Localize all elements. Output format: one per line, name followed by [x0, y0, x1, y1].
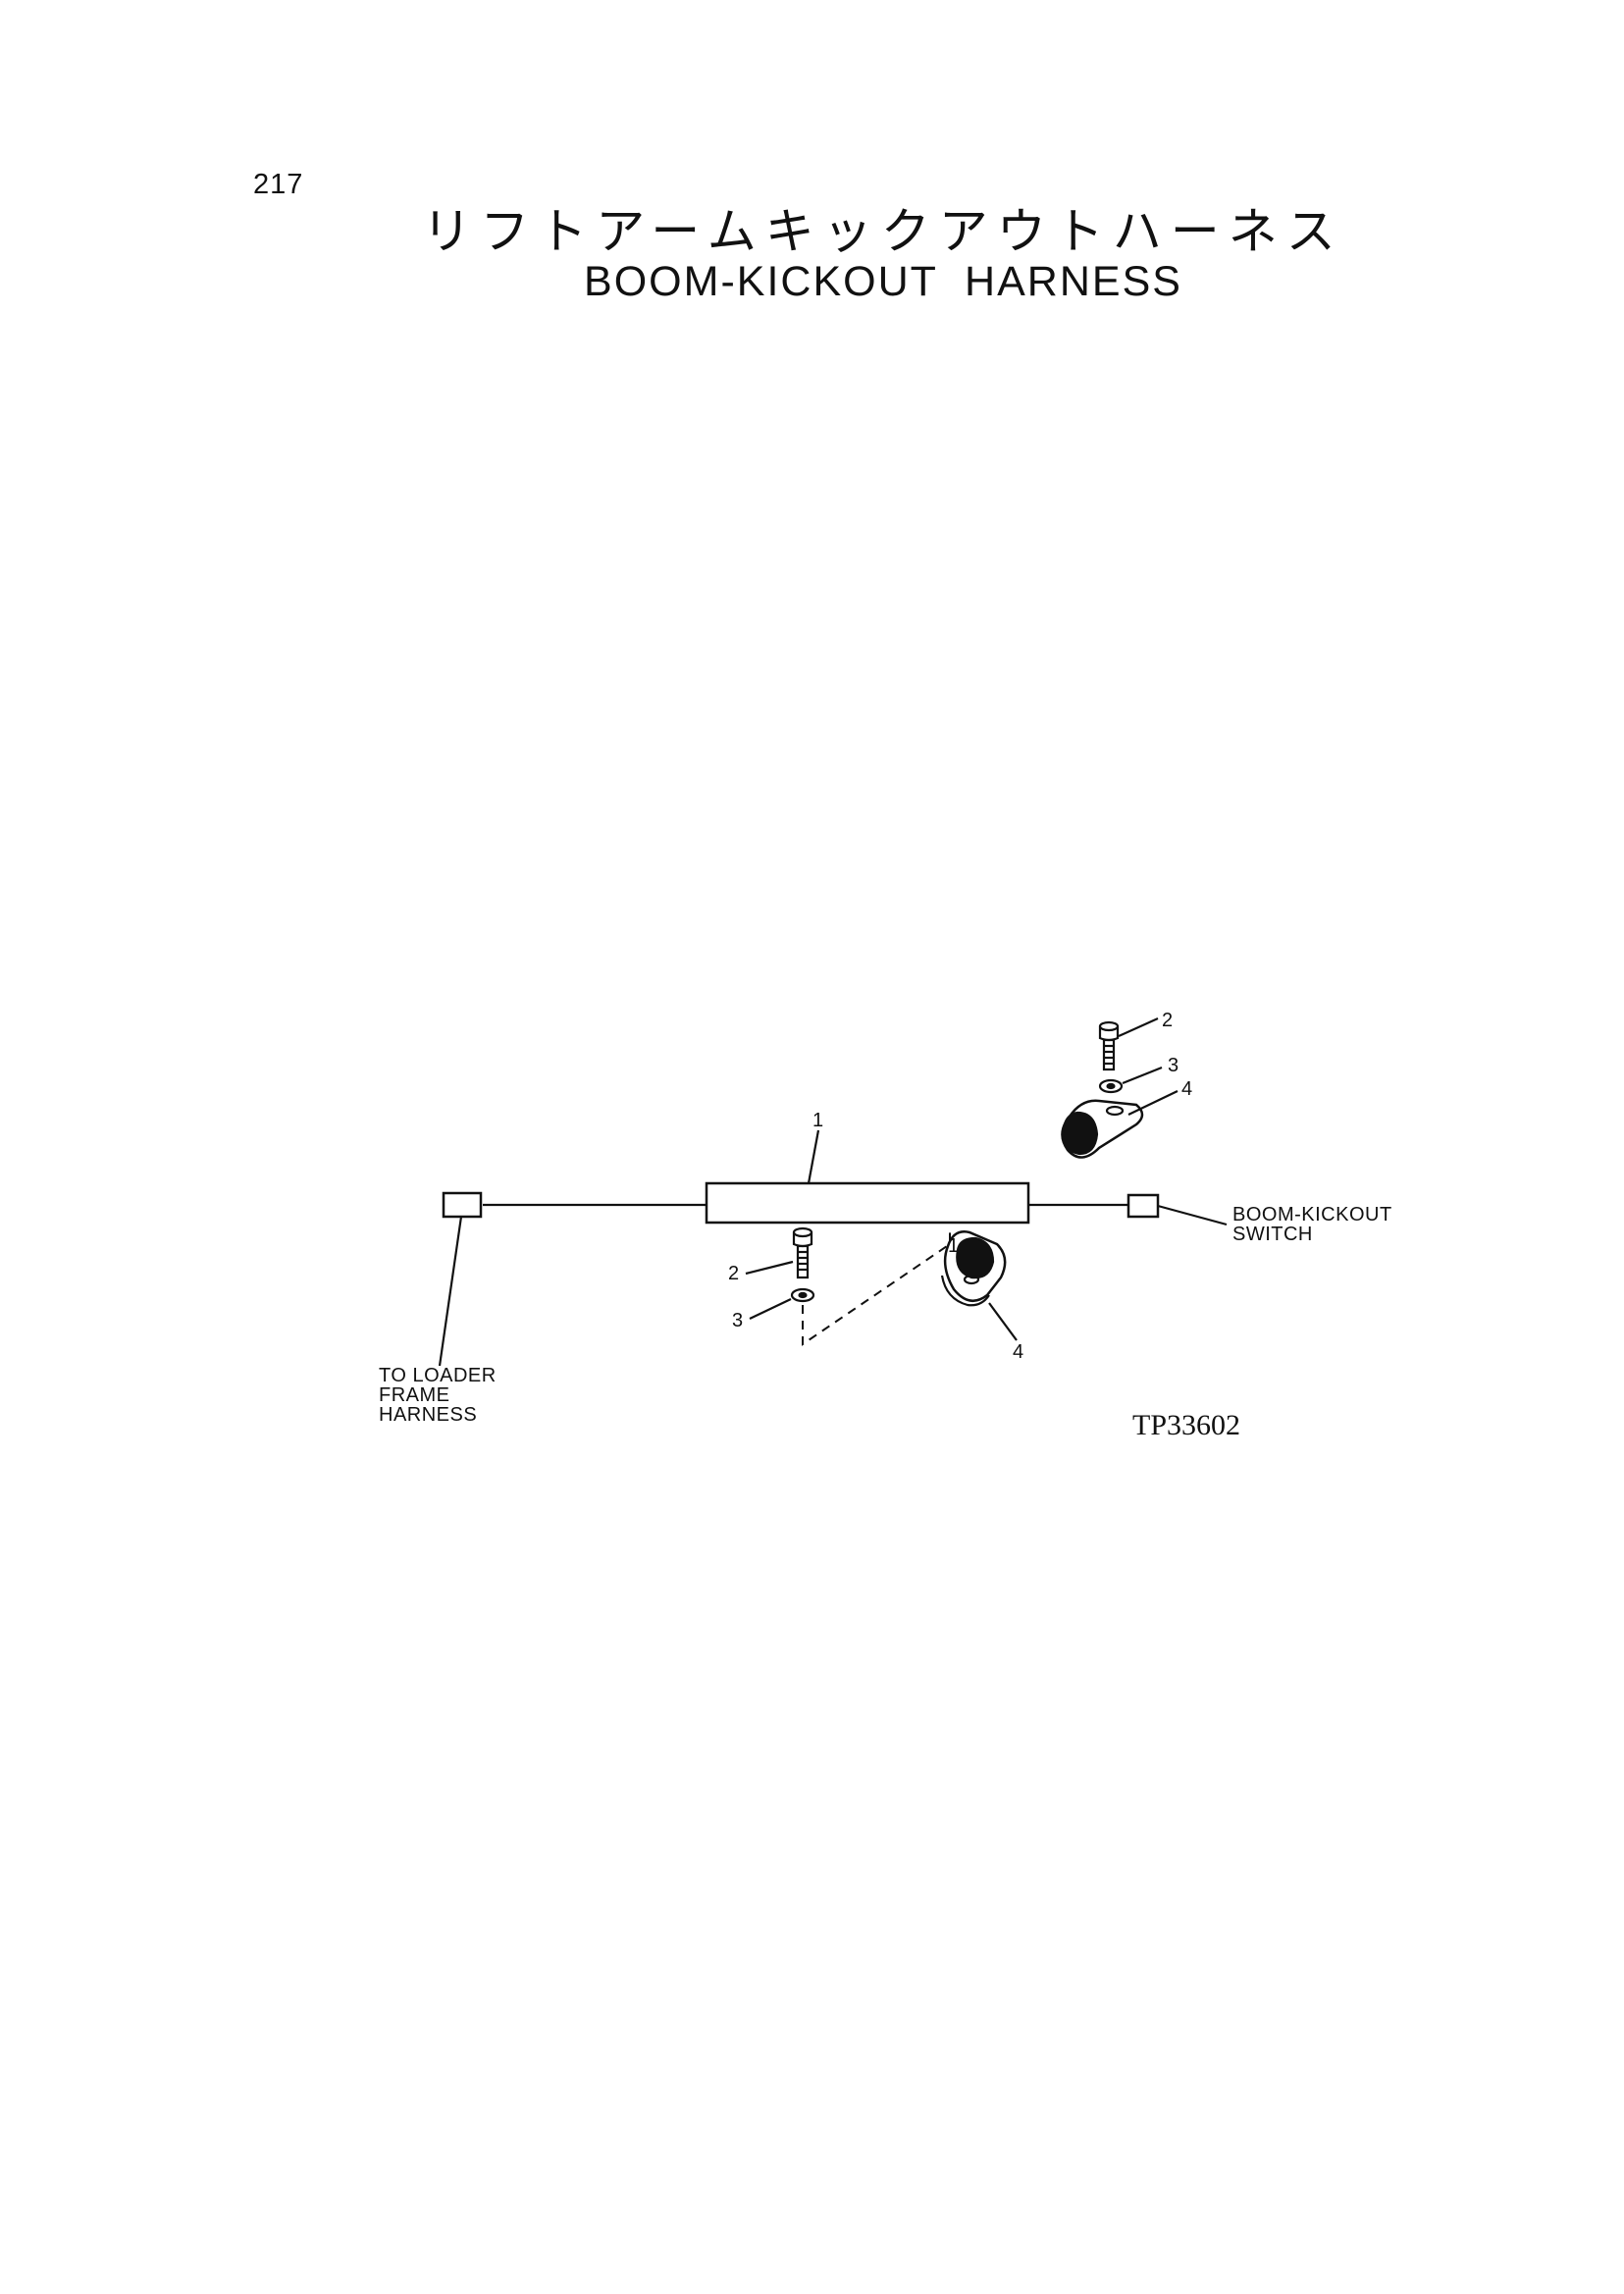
right-label-line-1: BOOM-KICKOUT [1232, 1204, 1392, 1225]
lower-washer [790, 1287, 815, 1303]
right-label-line-2: SWITCH [1232, 1224, 1313, 1245]
page-number: 217 [253, 169, 304, 200]
callout-3-upper: 3 [1168, 1055, 1179, 1076]
left-label-line-2: FRAME [379, 1384, 450, 1406]
left-connector [442, 1191, 483, 1219]
lower-bolt-leader [745, 1260, 794, 1276]
callout-1-lower-clamp: 1 [948, 1235, 959, 1257]
upper-washer [1098, 1078, 1124, 1094]
upper-clamp [1061, 1099, 1144, 1159]
page-title-english: BOOM-KICKOUT HARNESS [584, 258, 1182, 305]
figure-code: TP33602 [1132, 1409, 1240, 1441]
callout-4-lower: 4 [1013, 1341, 1023, 1363]
callout-2-lower: 2 [728, 1263, 739, 1284]
right-label-leader [1157, 1204, 1228, 1226]
callout-3-lower: 3 [732, 1310, 743, 1331]
upper-bolt-leader [1118, 1017, 1159, 1038]
upper-bolt [1098, 1020, 1120, 1071]
left-label-line-1: TO LOADER [379, 1365, 497, 1386]
callout-1-leader [807, 1129, 820, 1184]
callout-4-upper: 4 [1181, 1078, 1192, 1100]
left-label-leader [438, 1216, 463, 1367]
page-title-japanese: リフトアームキックアウトハーネス [422, 203, 1344, 260]
lower-clamp-leader [988, 1302, 1018, 1341]
upper-clamp-leader [1127, 1090, 1179, 1116]
lower-bolt [792, 1226, 813, 1279]
callout-1: 1 [812, 1110, 823, 1131]
callout-2-upper: 2 [1162, 1010, 1173, 1031]
assembly-dashed-line [802, 1232, 951, 1346]
harness-sleeve [705, 1181, 1030, 1225]
lower-washer-leader [749, 1298, 792, 1320]
left-label-line-3: HARNESS [379, 1404, 477, 1426]
right-connector [1126, 1193, 1160, 1219]
lower-clamp [940, 1230, 1007, 1307]
upper-washer-leader [1122, 1066, 1163, 1085]
